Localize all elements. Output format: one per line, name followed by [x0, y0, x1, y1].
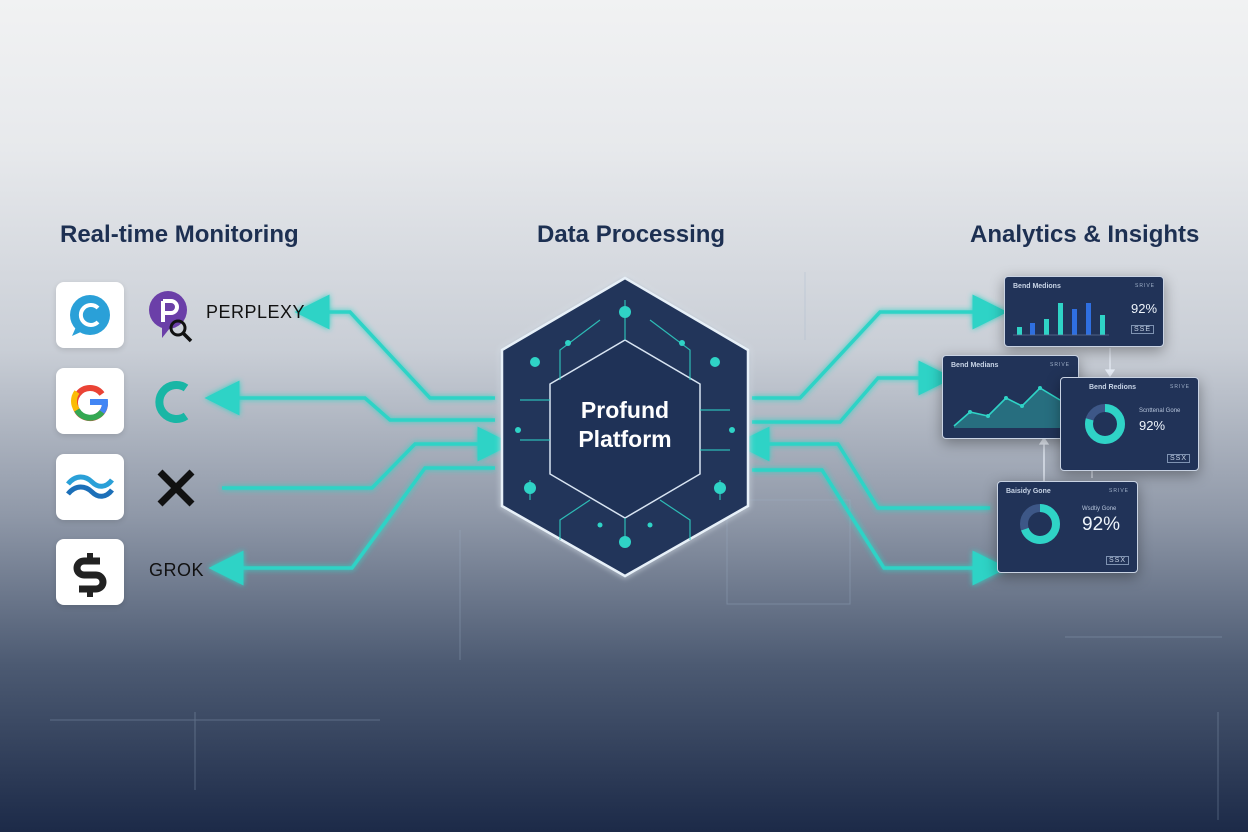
analytics-panel-top[interactable]: Bend Medions SRIVE 92% SSE [1004, 276, 1164, 347]
chat-c-icon [70, 295, 110, 336]
perplexity-icon [149, 291, 193, 343]
panel-tag: SSX [1167, 454, 1191, 463]
area-chart-icon [953, 386, 1061, 428]
c-logo-icon [155, 381, 189, 423]
heading-analytics-insights: Analytics & Insights [970, 221, 1200, 248]
heading-data-processing: Data Processing [537, 221, 726, 248]
panel-code: SRIVE [1169, 384, 1190, 390]
source-tile-chat[interactable] [56, 282, 124, 348]
hub-label-line1: Profund [580, 397, 670, 423]
panel-code: SRIVE [1108, 488, 1129, 494]
hub-label-line2: Platform [578, 426, 672, 452]
connector-panel-middle [752, 360, 954, 424]
panel-title: Bend Redions [1089, 384, 1137, 391]
connector-perplexity [294, 294, 495, 400]
panel-code: SRIVE [1134, 283, 1155, 289]
connector-panel-bottom2 [752, 468, 1008, 586]
connector-panel-bottom [734, 426, 990, 510]
panel-value: 92% [1082, 514, 1121, 535]
panel-title: Bend Medions [1013, 283, 1061, 290]
google-g-icon [71, 385, 108, 422]
donut-chart-icon [1020, 504, 1060, 544]
hub-label: Profund Platform [550, 396, 700, 454]
source-tile-dollar[interactable] [56, 539, 124, 605]
analytics-panel-middle-left[interactable]: Bend Medians SRIVE [942, 355, 1079, 439]
connector-x [222, 426, 513, 490]
panel-code: SRIVE [1049, 362, 1070, 368]
source-tile-wave[interactable] [56, 454, 124, 520]
dollar-s-icon [73, 553, 107, 597]
connector-grok [208, 466, 495, 586]
panel-title: Bend Medians [951, 362, 999, 369]
analytics-panel-bottom[interactable]: Baisidy Gone SRIVE Wsdtiy Gone 92% SSX [997, 481, 1138, 573]
panel-subtitle: Wsdtiy Gone [1082, 506, 1117, 512]
connector-c-logo [204, 380, 495, 422]
brand-label-perplexy: PERPLEXY [206, 302, 306, 322]
heading-real-time-monitoring: Real-time Monitoring [60, 221, 299, 248]
panel-tag: SSX [1106, 556, 1130, 565]
brand-label-grok: GROK [149, 560, 205, 580]
connector-panel-top [752, 294, 1008, 400]
panel-value: 92% [1131, 301, 1158, 316]
wave-icon [66, 474, 114, 499]
panel-title: Baisidy Gone [1006, 488, 1051, 495]
panel-value: 92% [1139, 418, 1166, 433]
panel-tag: SSE [1131, 325, 1155, 334]
x-icon [157, 469, 195, 507]
bar-chart-icon [1013, 303, 1109, 336]
analytics-panel-middle-right[interactable]: Bend Redions SRIVE Scnttenal Gone 92% SS… [1060, 377, 1199, 471]
hub-hexagon [500, 276, 750, 578]
donut-chart-icon [1085, 404, 1125, 444]
panel-subtitle: Scnttenal Gone [1139, 408, 1181, 414]
source-tile-google[interactable] [56, 368, 124, 434]
